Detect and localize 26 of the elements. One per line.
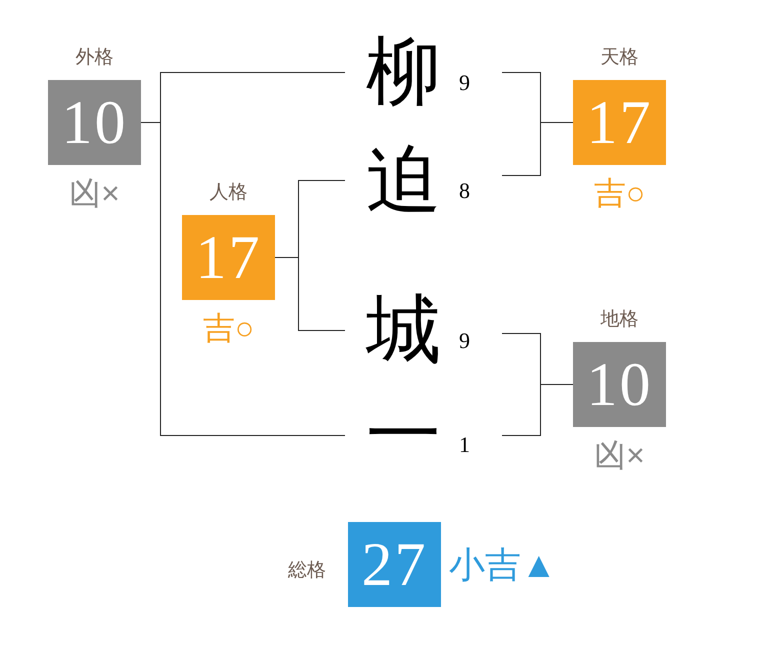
score-tile: 17 [573,80,666,165]
fortune-result-label: 吉○ [202,310,254,346]
name-character: 城 [366,293,441,368]
fortune-result-label: 凶× [594,437,645,473]
name-character: 柳 [366,35,441,110]
fortune-result-label: 小吉▲ [449,544,557,584]
fortune-category-label: 総格 [288,558,326,582]
stroke-count: 9 [459,330,470,352]
name-character: 一 [366,398,441,472]
stroke-count: 8 [459,180,470,202]
score-tile: 10 [48,80,141,165]
fortune-result-label: 凶× [69,175,120,211]
connector-line [502,384,574,436]
connector-line [502,122,574,176]
fortune-category-label: 地格 [600,308,638,332]
stroke-count: 9 [459,72,470,94]
fortune-category-label: 外格 [76,46,114,70]
fortune-category-label: 人格 [210,181,248,205]
fortune-category-label: 天格 [600,46,638,70]
score-tile: 17 [182,215,275,300]
score-tile: 10 [573,342,666,427]
score-tile: 27 [348,522,441,607]
name-character: 迫 [366,143,441,218]
stroke-count: 1 [459,434,470,456]
fortune-result-label: 吉○ [594,175,646,211]
connector-line [274,257,346,331]
